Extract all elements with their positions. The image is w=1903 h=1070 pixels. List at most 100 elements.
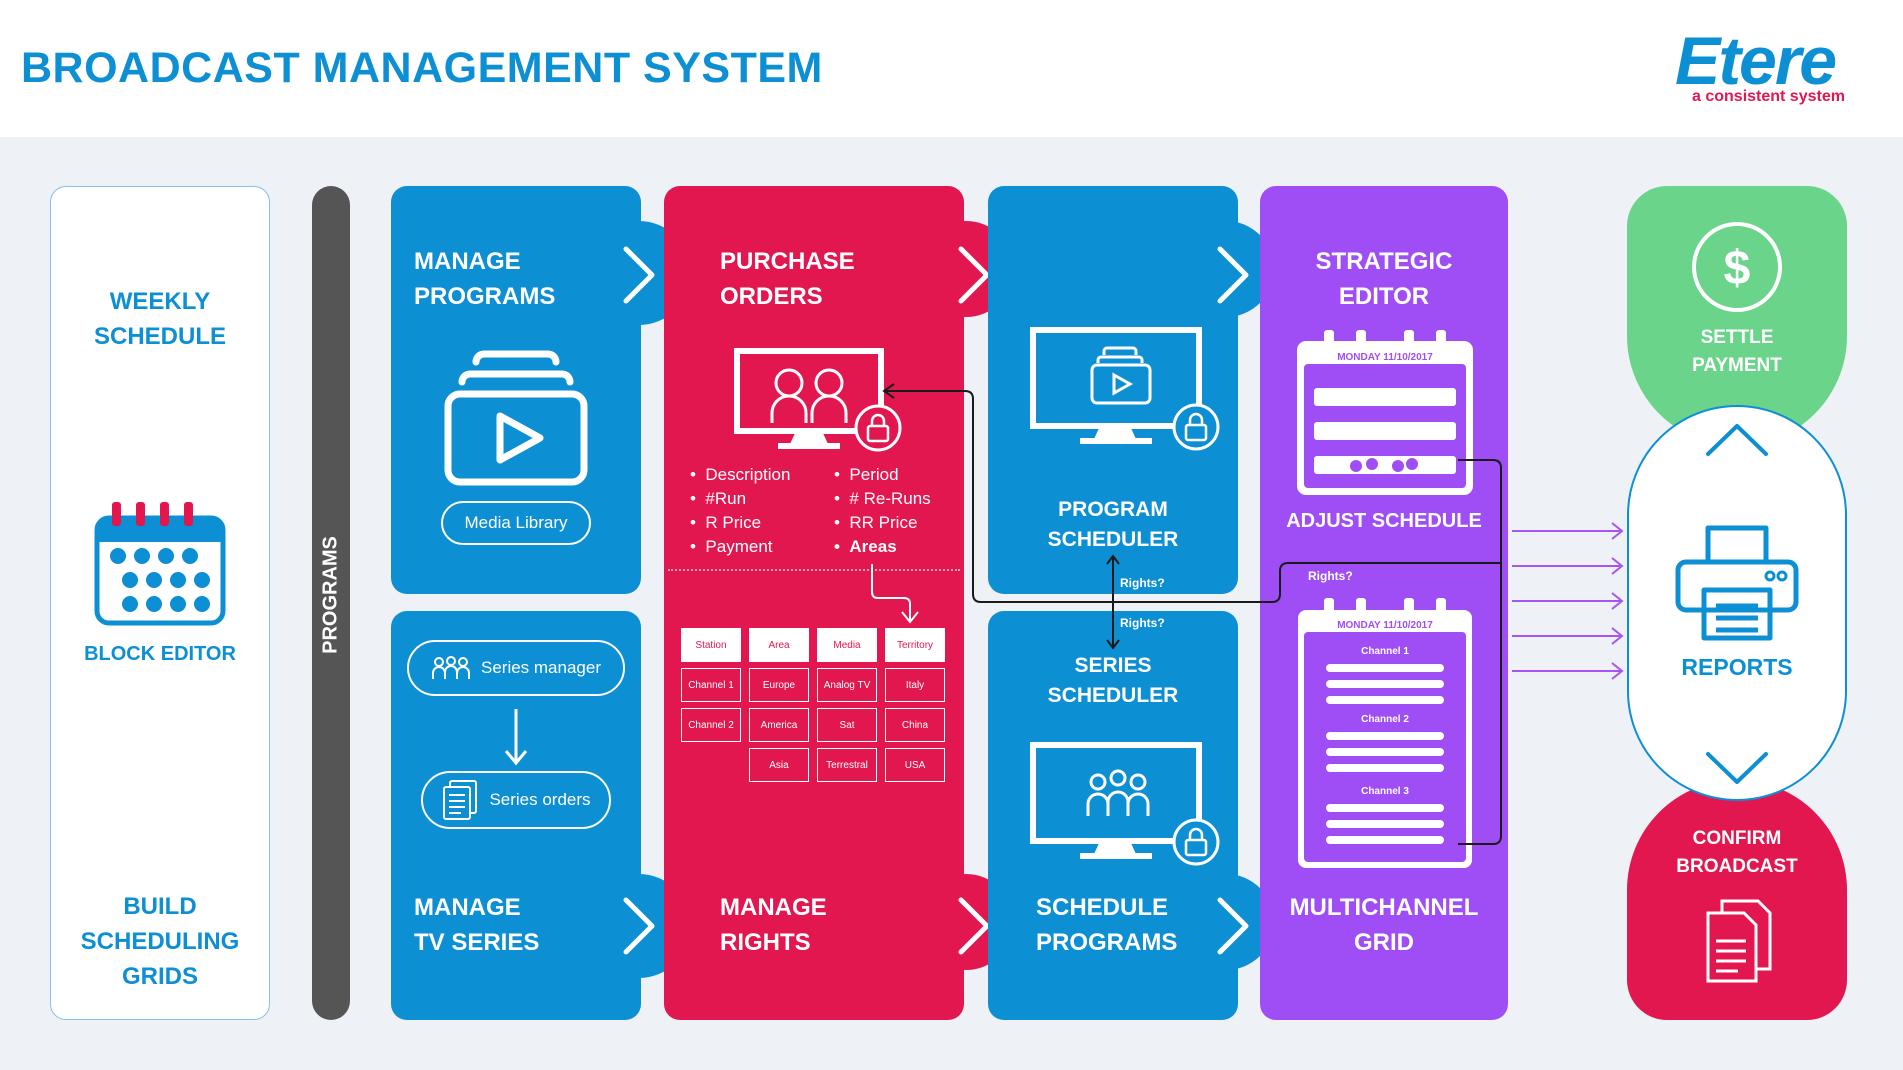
build-line: GRIDS (121, 962, 198, 990)
series-manager-button[interactable]: Series manager (407, 640, 625, 696)
title-line: PROGRAMS (414, 282, 556, 310)
title-line: MULTICHANNEL (1289, 894, 1479, 921)
field-payment: Payment (705, 537, 773, 556)
weekly-title-line: SCHEDULE (93, 322, 226, 350)
field-item: • R Price (690, 513, 762, 532)
title-line: GRID (1354, 928, 1414, 956)
monitor-people-lock-icon (734, 348, 902, 452)
table-header: Territory (885, 628, 945, 662)
schedule-programs-tab (1178, 874, 1274, 970)
manage-programs-title: MANAGE PROGRAMS (414, 245, 555, 315)
settle-payment-label: SETTLE PAYMENT (1627, 324, 1847, 379)
chevron-up-icon[interactable] (1704, 420, 1770, 460)
field-re-runs: # Re-Runs (849, 489, 931, 508)
label-line: SERIES (1074, 654, 1152, 677)
label-line: BROADCAST (1676, 855, 1798, 877)
chevron-down-icon[interactable] (1704, 748, 1770, 788)
page-title: BROADCAST MANAGEMENT SYSTEM (21, 44, 823, 92)
chevron-right-icon[interactable] (1214, 896, 1254, 956)
adjust-schedule-label: ADJUST SCHEDULE (1286, 510, 1482, 532)
rights-question-tag: Rights? (1308, 569, 1353, 583)
field-item: • Payment (690, 537, 773, 556)
field-item: • # Re-Runs (834, 489, 931, 508)
programs-bar-label: PROGRAMS (319, 536, 341, 654)
channel-label: Channel 2 (1361, 714, 1409, 725)
channel-label: Channel 1 (1361, 646, 1409, 657)
table-cell: Channel 2 (681, 708, 741, 742)
build-grids-label: BUILD SCHEDULING GRIDS (50, 890, 270, 994)
program-scheduler-label: PROGRAM SCHEDULER (988, 495, 1238, 556)
series-orders-label: Series orders (489, 790, 591, 809)
programs-bar (312, 186, 350, 1020)
title-line: EDITOR (1338, 282, 1430, 310)
table-cell: Channel 1 (681, 668, 741, 702)
table-cell: Asia (749, 748, 809, 782)
header (0, 0, 1903, 137)
strategic-editor-card (1260, 186, 1508, 1020)
chevron-right-icon[interactable] (620, 245, 660, 305)
media-library-button[interactable]: Media Library (441, 501, 591, 545)
weekly-title-line: WEEKLY (109, 288, 211, 315)
build-line: BUILD (123, 893, 197, 920)
printer-icon (1675, 525, 1799, 641)
confirm-broadcast-label: CONFIRM BROADCAST (1627, 825, 1847, 880)
table-cell: Sat (817, 708, 877, 742)
table-cell: China (885, 708, 945, 742)
section-divider (668, 569, 960, 571)
title-line: RIGHTS (720, 928, 811, 956)
purchase-orders-card (664, 186, 964, 1020)
strategic-editor-title: STRATEGIC EDITOR (1260, 245, 1508, 315)
group-icon (431, 656, 470, 679)
table-cell: America (749, 708, 809, 742)
rights-question-tag: Rights? (1120, 576, 1165, 590)
label-line: PROGRAM (1058, 498, 1168, 521)
table-header: Station (681, 628, 741, 662)
chevron-right-icon[interactable] (955, 896, 995, 956)
svg-text:PROGRAMS: PROGRAMS (319, 536, 341, 654)
schedule-programs-title: SCHEDULE PROGRAMS (1036, 891, 1177, 961)
field-period: Period (849, 465, 899, 484)
calendar-icon (94, 502, 226, 626)
dollar-icon: $ (1692, 222, 1782, 312)
document-icon (1706, 899, 1772, 983)
monitor-people-lock-icon (1030, 742, 1220, 866)
series-orders-button[interactable]: Series orders (421, 771, 611, 829)
chevron-right-icon[interactable] (955, 245, 995, 305)
title-line: PURCHASE (720, 248, 855, 275)
field-item: • Areas (834, 537, 897, 556)
series-manager-label: Series manager (480, 658, 601, 677)
field-item: • RR Price (834, 513, 918, 532)
table-cell: Terrestral (817, 748, 877, 782)
brand-logo: Etere (1675, 23, 1837, 99)
arrow-down-icon (504, 709, 528, 766)
label-line: SETTLE (1700, 327, 1774, 348)
weekly-schedule-title: WEEKLY SCHEDULE (50, 285, 270, 355)
table-header: Area (749, 628, 809, 662)
label-line: SCHEDULER (1047, 528, 1179, 552)
title-line: ORDERS (720, 282, 823, 310)
title-line: PROGRAMS (1036, 928, 1178, 956)
field-rr-price: RR Price (849, 513, 918, 532)
label-line: CONFIRM (1692, 828, 1782, 849)
table-cell: Europe (749, 668, 809, 702)
settle-payment-card (1627, 186, 1847, 446)
chevron-right-icon[interactable] (620, 896, 660, 956)
reports-card[interactable] (1627, 405, 1847, 801)
program-scheduler-tab (1178, 221, 1274, 317)
purchase-order-fields-right: • Period • # Re-Runs • RR Price • Areas (834, 463, 931, 559)
title-line: MANAGE (414, 894, 521, 921)
field-item: • Description (690, 465, 791, 484)
multichannel-calendar-icon (1298, 598, 1472, 868)
table-cell: Analog TV (817, 668, 877, 702)
field-item: • Period (834, 465, 899, 484)
manage-tv-series-title: MANAGE TV SERIES (414, 891, 539, 961)
strategic-calendar-date: MONDAY 11/10/2017 (1337, 352, 1433, 363)
build-line: SCHEDULING (80, 927, 240, 955)
table-cell: USA (885, 748, 945, 782)
chevron-right-icon[interactable] (1214, 245, 1254, 305)
title-line: SCHEDULE (1036, 894, 1169, 921)
purchase-orders-title: PURCHASE ORDERS (720, 245, 855, 315)
table-header: Media (817, 628, 877, 662)
block-editor-label: BLOCK EDITOR (84, 643, 236, 665)
